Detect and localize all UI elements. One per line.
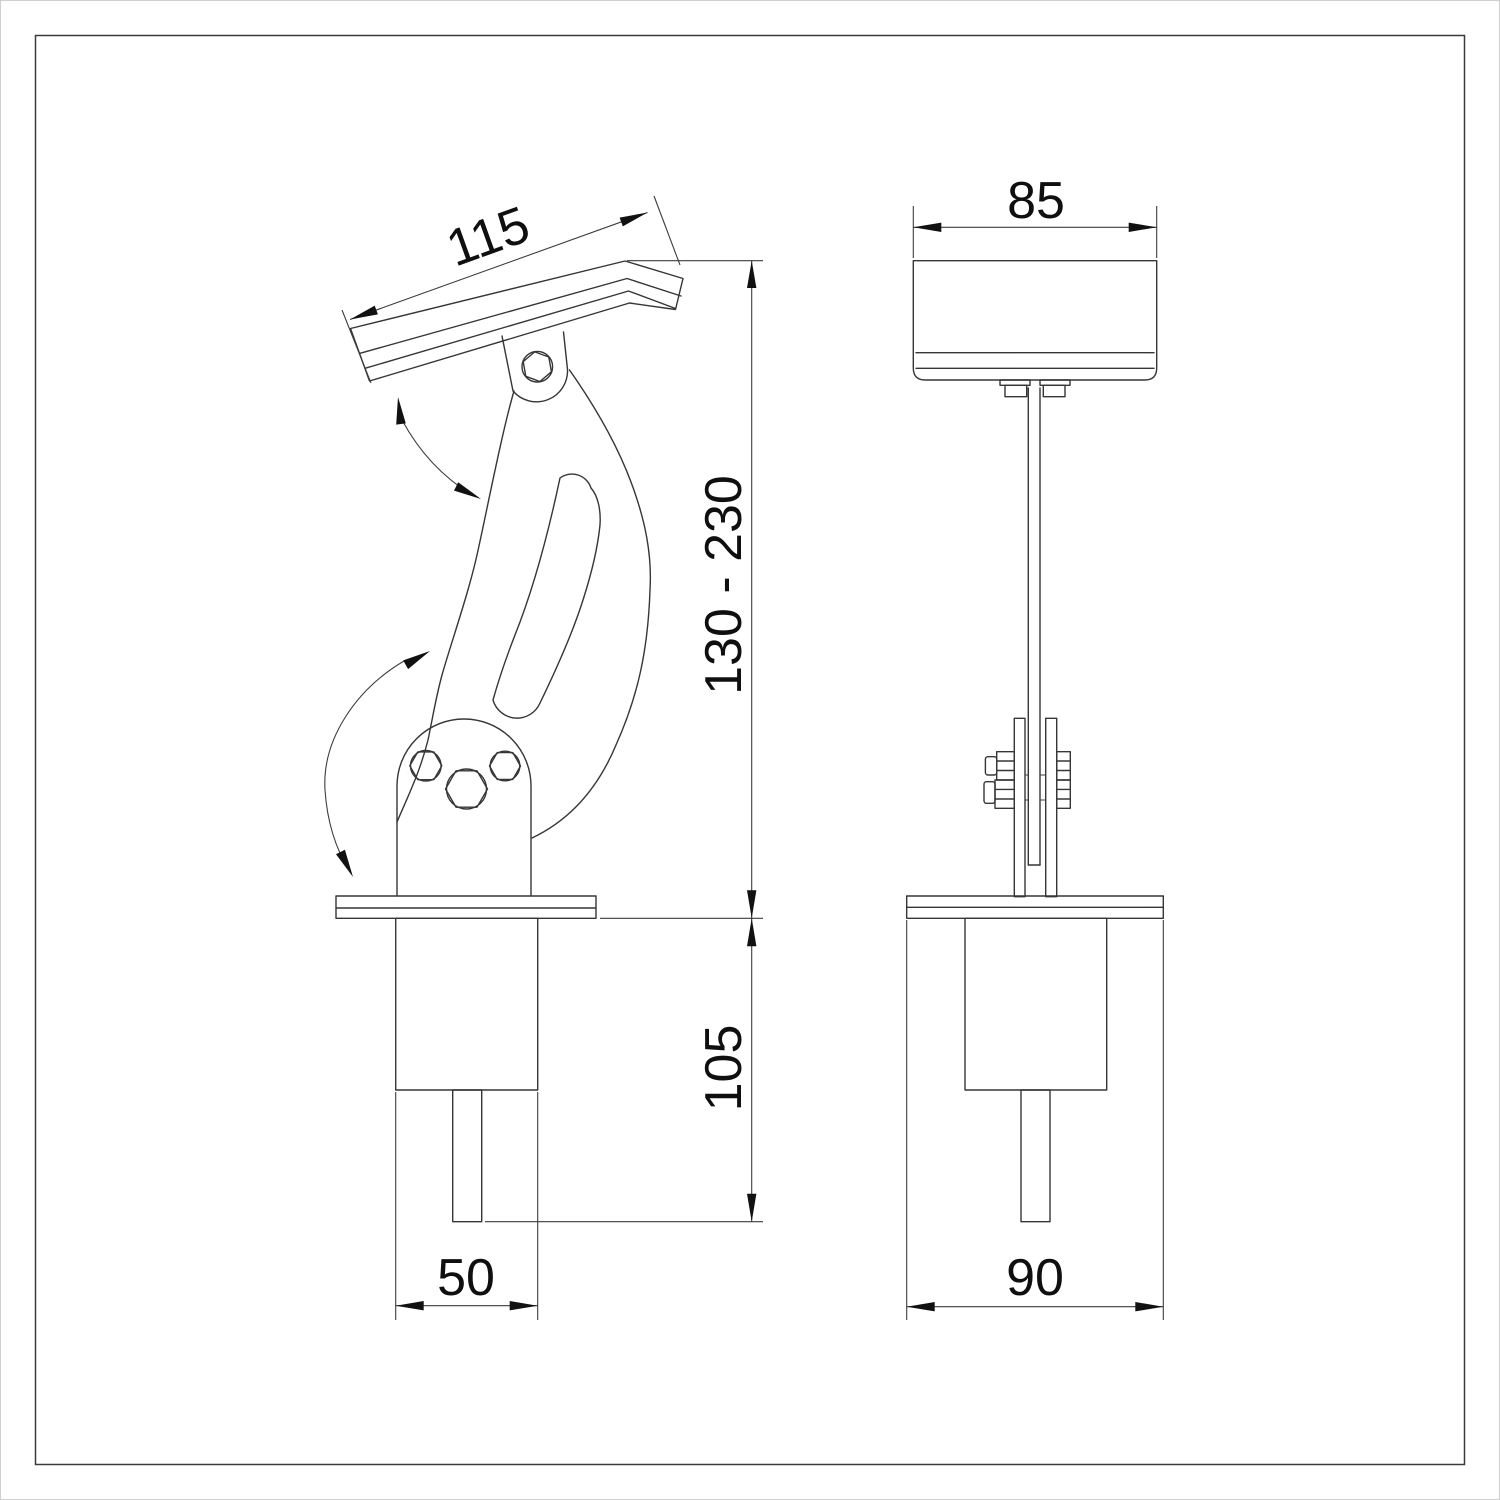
swing-arm [396, 369, 652, 839]
arm-rotation-arrow-icon [324, 651, 430, 877]
clevis-tab-left [1004, 384, 1028, 398]
center-bolt-chamfer [445, 768, 488, 810]
center-bolt-hex-icon [444, 770, 489, 808]
washer-upper-icon [984, 756, 998, 776]
pedal-plate-front [912, 260, 1158, 398]
pedal-tilt-arrow-icon [396, 397, 481, 499]
stem-side [452, 1089, 483, 1223]
front-view: 85 90 [906, 172, 1165, 1320]
right-bolt-hex-icon [488, 751, 522, 781]
pivot-bolt-hex-icon [522, 351, 553, 383]
dimension-pedal-width: 85 [912, 172, 1158, 258]
pedal-plate-side [349, 260, 684, 382]
left-bolt-hex-icon [409, 751, 443, 781]
dimension-label-130-230: 130 - 230 [695, 475, 753, 695]
dimension-label-50: 50 [437, 1249, 495, 1307]
arm-blade-front [1027, 387, 1041, 866]
dimension-label-90: 90 [1006, 1249, 1064, 1307]
nut-lower-icon [1055, 779, 1071, 809]
pedal-clevis [501, 331, 569, 403]
clevis-tab-right [1042, 384, 1066, 398]
base-side [335, 895, 597, 1223]
washer-lower-icon [983, 781, 996, 805]
dimension-post-width: 50 [395, 1092, 539, 1320]
stem-front [1020, 1089, 1051, 1223]
drawing-frame [34, 34, 1466, 1466]
dimension-label-85: 85 [1007, 172, 1065, 230]
arm-slot [492, 473, 601, 719]
dimension-heights: 130 - 230 105 [485, 260, 763, 1223]
dimension-label-105: 105 [695, 1025, 753, 1112]
dimension-base-width: 90 [906, 920, 1164, 1320]
pivot-bolt-chamfer [521, 350, 554, 383]
lower-bracket [396, 718, 532, 897]
base-front [906, 895, 1165, 1223]
